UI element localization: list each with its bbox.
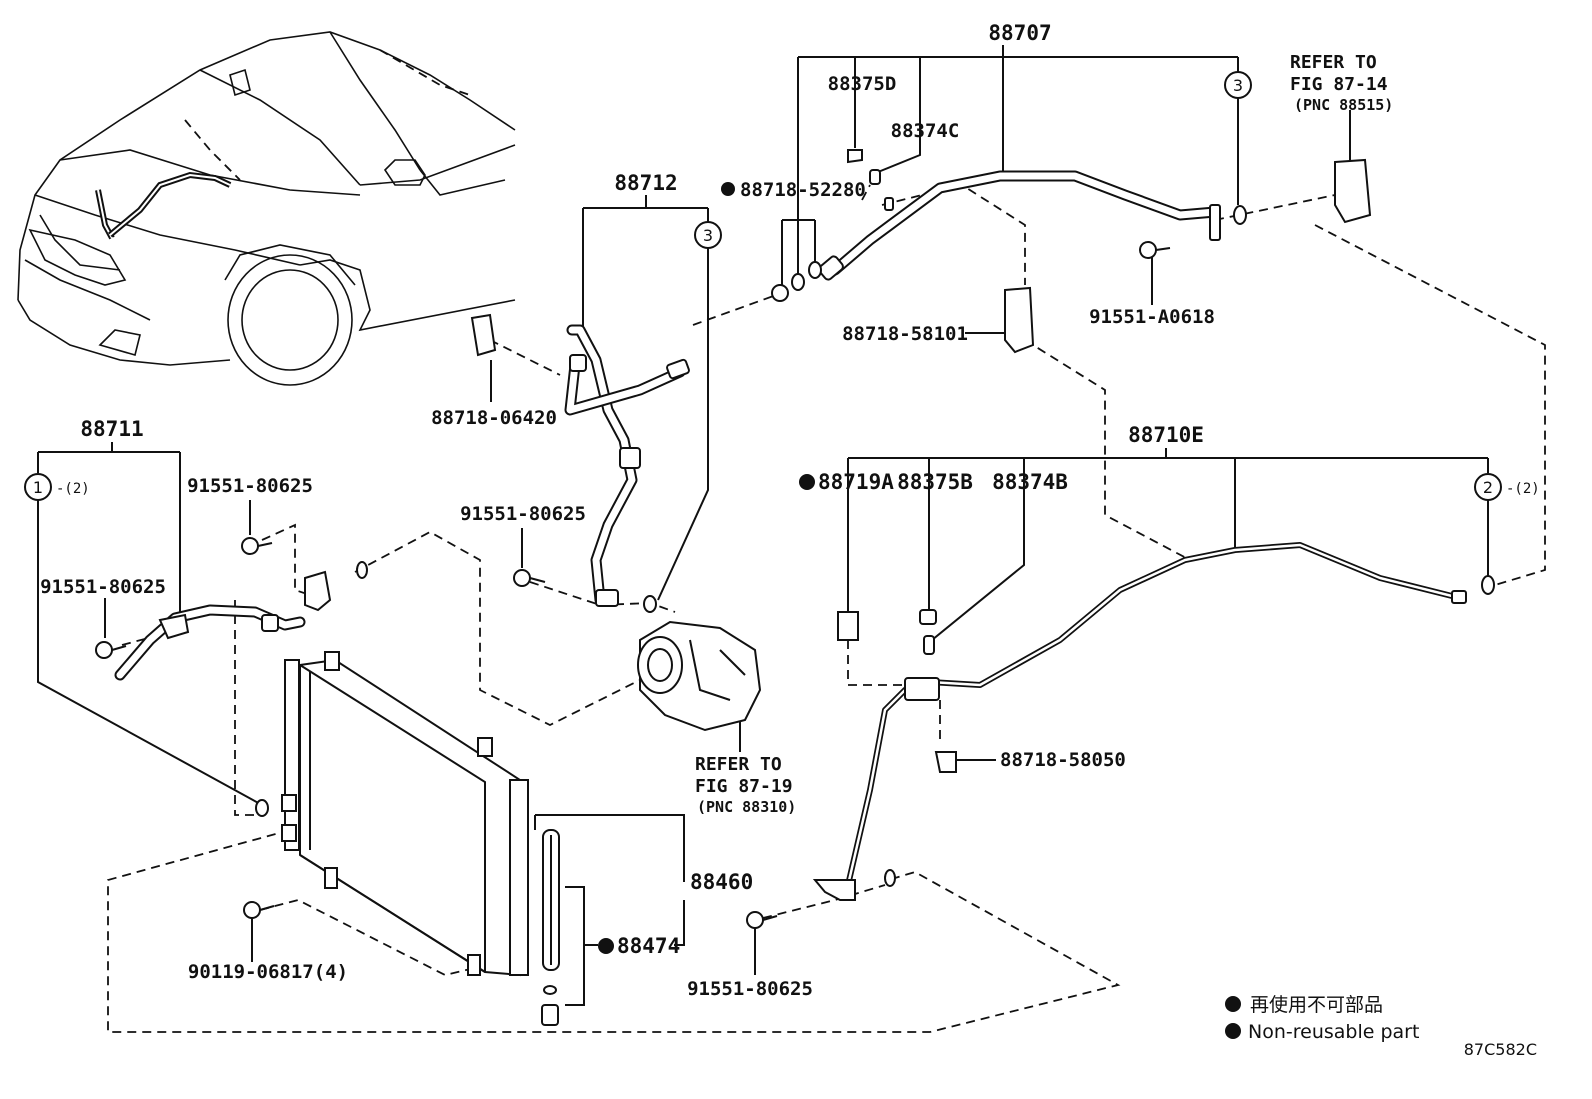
refer-note-compressor: REFER TO FIG 87-19 (PNC 88310) — [695, 754, 796, 816]
assembly-dashes — [107, 184, 1546, 1033]
label-88707: 88707 — [988, 21, 1051, 45]
label-88718-58050: 88718-58050 — [1000, 749, 1126, 771]
part-88710E-liquid-tube — [812, 542, 1467, 901]
non-reusable-dot-88719A — [799, 474, 815, 490]
label-88712: 88712 — [614, 171, 677, 195]
part-88707-discharge-hose — [818, 170, 1221, 281]
label-88375D: 88375D — [828, 73, 897, 95]
non-reusable-dot-88718-52280 — [721, 182, 735, 196]
diagram-code: 87C582C — [1464, 1040, 1537, 1059]
legend: 再使用不可部品 Non-reusable part — [1225, 994, 1419, 1043]
part-labels: 88707 88375D 88374C 88718-52280 88712 88… — [40, 21, 1215, 1000]
label-91551-A0618: 91551-A0618 — [1089, 306, 1215, 328]
callout-3a: 3 — [1224, 71, 1252, 99]
label-88711: 88711 — [80, 417, 143, 441]
callout-2-qty: -(2) — [1506, 481, 1540, 497]
label-88460: 88460 — [690, 870, 753, 894]
part-88460-condenser — [281, 651, 529, 977]
label-88718-06420: 88718-06420 — [431, 407, 557, 429]
refer-top-right-line2: FIG 87-14 — [1290, 74, 1388, 95]
label-91551-80625-c: 91551-80625 — [460, 503, 586, 525]
label-88474: 88474 — [617, 934, 680, 958]
legend-jp-text: 再使用不可部品 — [1250, 994, 1383, 1016]
vehicle-illustration — [17, 31, 516, 386]
label-88375B: 88375B — [897, 470, 973, 494]
callout-1: 1 -(2) — [24, 473, 90, 501]
legend-dot-en — [1225, 1023, 1241, 1039]
refer-compressor-line2: FIG 87-19 — [695, 776, 793, 797]
callout-1-number: 1 — [33, 478, 43, 497]
refer-compressor-line3: (PNC 88310) — [697, 798, 796, 816]
part-88474-receiver — [541, 829, 560, 1026]
misc-small-parts — [95, 149, 1495, 929]
label-88710E: 88710E — [1128, 423, 1204, 447]
label-88374B: 88374B — [992, 470, 1068, 494]
refer-note-top-right: REFER TO FIG 87-14 (PNC 88515) — [1290, 52, 1393, 114]
refer-top-right-line3: (PNC 88515) — [1294, 96, 1393, 114]
callout-1-qty: -(2) — [56, 481, 90, 497]
legend-en-text: Non-reusable part — [1248, 1021, 1419, 1043]
label-90119-06817: 90119-06817(4) — [188, 961, 348, 983]
part-88712-suction-hose — [564, 324, 690, 607]
label-88718-52280: 88718-52280 — [740, 179, 866, 201]
callout-3a-number: 3 — [1233, 76, 1243, 95]
refer-top-right-line1: REFER TO — [1290, 52, 1377, 73]
non-reusable-dot-88474 — [598, 938, 614, 954]
label-91551-80625-b: 91551-80625 — [40, 576, 166, 598]
legend-dot-jp — [1225, 996, 1241, 1012]
label-91551-80625-a: 91551-80625 — [187, 475, 313, 497]
callout-2: 2 -(2) — [1474, 473, 1540, 501]
label-88718-58101: 88718-58101 — [842, 323, 968, 345]
label-88719A: 88719A — [818, 470, 894, 494]
callout-3b: 3 — [694, 221, 722, 249]
label-88374C: 88374C — [891, 120, 960, 142]
leader-lines — [37, 45, 1489, 1006]
compressor-illustration — [637, 620, 762, 732]
callout-2-number: 2 — [1483, 478, 1493, 497]
label-91551-80625-d: 91551-80625 — [687, 978, 813, 1000]
part-88711-hose — [114, 570, 332, 681]
callout-3b-number: 3 — [703, 226, 713, 245]
refer-compressor-line1: REFER TO — [695, 754, 782, 775]
